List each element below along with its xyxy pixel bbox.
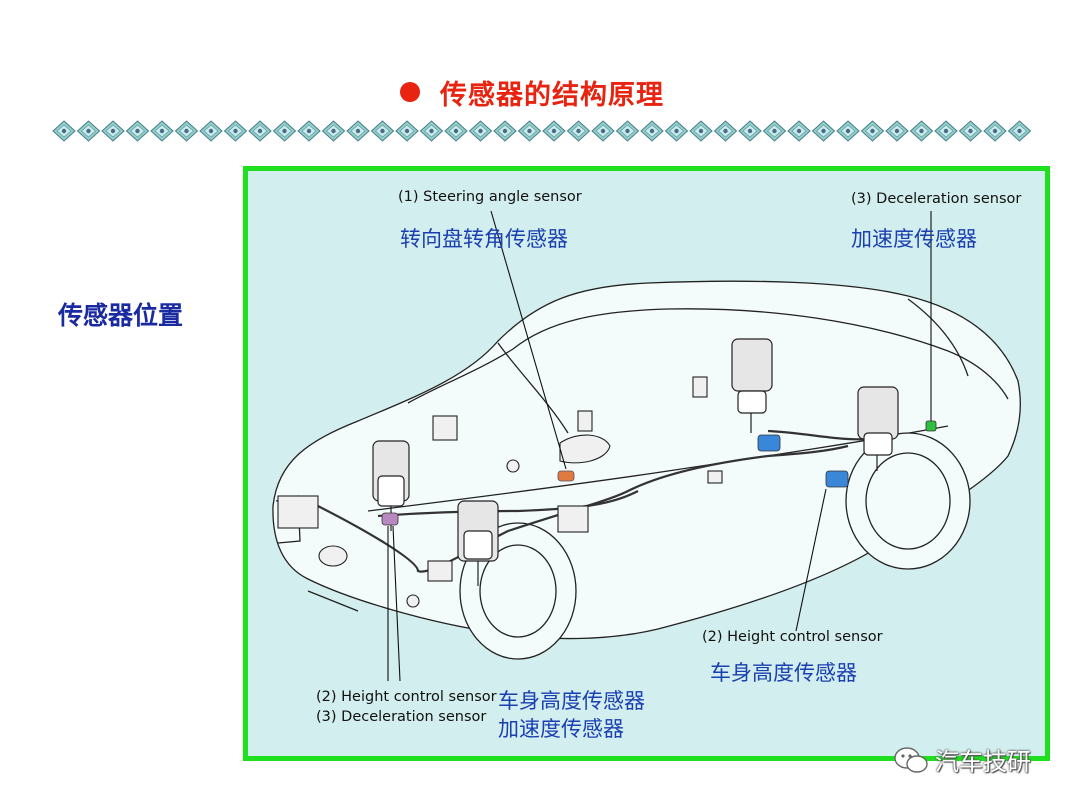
car-chassis-illustration <box>272 210 1021 682</box>
decel-sensor-left-label-en: (3) Deceleration sensor <box>316 709 487 725</box>
rear-left-air-spring <box>731 338 773 433</box>
valve-block <box>557 505 589 533</box>
steering-sensor-label-zh: 转向盘转角传感器 <box>400 227 568 251</box>
decel-sensor-top-label-zh: 加速度传感器 <box>851 227 977 251</box>
decel-sensor-top-label-en: (3) Deceleration sensor <box>851 191 1022 207</box>
compressor-unit <box>277 495 319 529</box>
height-sensor-left-label-zh: 车身高度传感器 <box>498 689 645 713</box>
height-control-sensor-rear <box>757 434 849 488</box>
height-sensor-right-label-en: (2) Height control sensor <box>702 629 883 645</box>
wechat-logo-icon <box>894 746 928 773</box>
steering-column <box>559 434 611 464</box>
front-left-air-spring <box>372 440 410 531</box>
sensor-position-label: 传感器位置 <box>58 301 184 330</box>
height-sensor-left-label-en: (2) Height control sensor <box>316 689 497 705</box>
watermark-text: 汽车技研 <box>935 748 1031 776</box>
watermark: 汽车技研 <box>893 742 1031 777</box>
leader-left-2 <box>392 525 401 682</box>
deceleration-sensor-rear <box>925 420 937 432</box>
height-deceleration-sensor-front <box>381 512 399 526</box>
slide-title: 传感器的结构原理 <box>440 79 664 111</box>
sensor-diagram-panel: (1) Steering angle sensor 转向盘转角传感器 (3) D… <box>243 166 1050 761</box>
slide-title-row: 传感器的结构原理 <box>400 72 664 112</box>
rear-right-air-spring <box>857 386 899 471</box>
height-sensor-right-label-zh: 车身高度传感器 <box>710 661 857 685</box>
steering-sensor-label-en: (1) Steering angle sensor <box>398 189 582 205</box>
leader-height-right <box>795 488 827 632</box>
diamond-divider <box>52 120 1032 142</box>
steering-angle-sensor <box>557 470 575 482</box>
ecu-module <box>432 415 458 441</box>
front-right-air-spring <box>457 500 499 586</box>
reservoir-tank <box>318 545 348 567</box>
relay-box <box>427 560 453 582</box>
leader-steering <box>490 210 567 470</box>
bullet-dot-icon <box>400 82 420 102</box>
decel-sensor-left-label-zh: 加速度传感器 <box>498 717 624 741</box>
